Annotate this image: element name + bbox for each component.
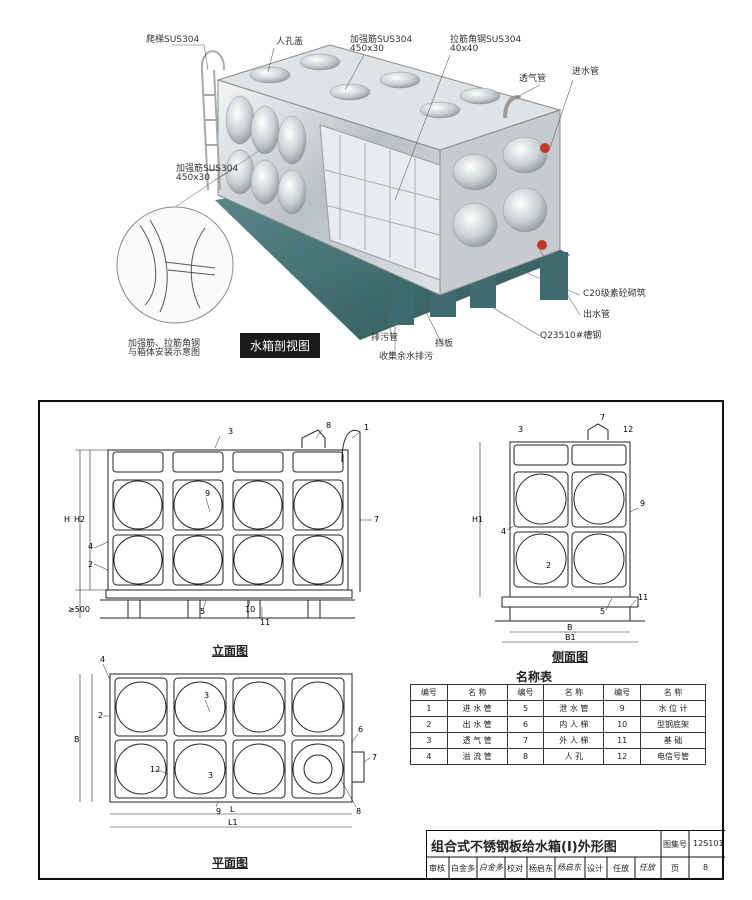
side-title: 侧面图: [552, 650, 589, 664]
outlet-pipe-icon: [537, 240, 547, 250]
checker-signature: 杨启东: [557, 863, 581, 872]
label-collect: 收集余水排污: [379, 352, 434, 362]
callout-3b-plan: 3: [208, 771, 213, 780]
label-tie-angle: 拉筋角钢SUS304 40x40: [450, 35, 522, 55]
label-q235: Q23510#槽钢: [540, 331, 602, 341]
title-block: 组合式不锈钢板给水箱(Ⅰ)外形图 图集号 12S101 审核 白金多 白金多 校…: [426, 830, 725, 879]
caption-section-view: 水箱剖视图: [240, 333, 321, 358]
callout-12-plan: 12: [150, 765, 160, 774]
designer-name: 任放: [613, 864, 629, 873]
reviewer-name: 白金多: [451, 864, 475, 873]
design-label: 设计: [587, 864, 603, 873]
dim-h2: H2: [74, 515, 85, 524]
callout-8-plan: 8: [356, 807, 361, 816]
callout-9-plan: 9: [216, 807, 221, 816]
parts-table-header: 编号名 称 编号名 称 编号名 称: [410, 684, 706, 701]
inlet-pipe-icon: [540, 143, 550, 153]
dim-b: B: [567, 623, 573, 632]
label-c20: C20级素砼砌筑: [583, 289, 646, 299]
callout-11-elev: 11: [260, 618, 270, 627]
callout-3-elev: 3: [228, 427, 233, 436]
dim-l1: L1: [228, 818, 238, 827]
callout-7-side: 7: [600, 413, 605, 422]
label-detail: 加强筋、拉筋角钢 与箱体安装示意图: [128, 339, 201, 359]
detail-magnifier: [116, 206, 234, 324]
dim-base: ≥500: [68, 605, 90, 614]
label-inlet: 进水管: [572, 67, 600, 77]
callout-3-plan: 3: [204, 691, 209, 700]
designer-signature: 任放: [639, 863, 655, 872]
callout-11-side: 11: [638, 593, 648, 602]
elevation-view: [75, 429, 361, 619]
drawing-sheet: 3 8 1 9 7 4 2 5 10 11 3 7 12 4 9 2 5 11 …: [38, 400, 725, 880]
tank-3d-drawing: [116, 44, 581, 356]
callout-4-elev: 4: [88, 542, 93, 551]
callout-12-side: 12: [623, 425, 633, 434]
page-label: 页: [671, 864, 679, 873]
checker-name: 杨启东: [529, 864, 553, 873]
label-outlet: 出水管: [583, 310, 611, 320]
review-label: 审核: [429, 864, 445, 873]
callout-7-plan: 7: [372, 753, 377, 762]
dim-b1: B1: [565, 633, 576, 642]
plan-view: [79, 673, 365, 828]
label-drain: 排污管: [371, 333, 399, 343]
atlas-number: 12S101: [693, 839, 724, 848]
label-rib-side: 加强筋SUS304 450x30: [176, 164, 239, 184]
plan-title: 平面图: [212, 856, 249, 870]
callout-9-side: 9: [640, 499, 645, 508]
callout-2-elev: 2: [88, 560, 93, 569]
callout-6-plan: 6: [358, 725, 363, 734]
label-rib-top: 加强筋SUS304 450x30: [350, 35, 413, 55]
callout-4-plan: 4: [100, 655, 105, 664]
callout-2-plan: 2: [98, 711, 103, 720]
elevation-title: 立面图: [212, 644, 249, 658]
label-ladder: 爬梯SUS304: [146, 35, 200, 45]
cutaway-illustration: 爬梯SUS304 人孔盖 加强筋SUS304 450x30 拉筋角钢SUS304…: [0, 0, 752, 380]
dim-l: L: [230, 805, 235, 814]
callout-1-elev: 1: [364, 423, 369, 432]
drawing-linework: 3 8 1 9 7 4 2 5 10 11 3 7 12 4 9 2 5 11 …: [64, 413, 648, 828]
callout-9-elev: 9: [205, 489, 210, 498]
page-number: 8: [703, 863, 709, 872]
parts-table-title: 名称表: [516, 670, 553, 684]
callout-5-elev: 5: [200, 607, 205, 616]
dim-h: H: [64, 515, 70, 524]
side-view: [479, 423, 645, 643]
dim-b-plan: B: [74, 735, 80, 744]
check-label: 校对: [507, 864, 523, 873]
callout-7-elev: 7: [374, 515, 379, 524]
callout-10-elev: 10: [245, 605, 255, 614]
atlas-label: 图集号: [663, 840, 687, 849]
label-vent: 透气管: [519, 74, 547, 84]
label-baffle: 挡板: [435, 339, 454, 349]
callout-3-side: 3: [518, 425, 523, 434]
callout-5-side: 5: [600, 607, 605, 616]
callout-2-side: 2: [546, 561, 551, 570]
callout-4-side: 4: [501, 527, 506, 536]
dim-h1-side: H1: [472, 515, 483, 524]
label-manhole: 人孔盖: [276, 37, 304, 47]
ladder-icon: [200, 50, 226, 191]
drawing-title: 组合式不锈钢板给水箱(Ⅰ)外形图: [431, 840, 617, 855]
reviewer-signature: 白金多: [479, 863, 503, 872]
callout-8-elev: 8: [326, 421, 331, 430]
